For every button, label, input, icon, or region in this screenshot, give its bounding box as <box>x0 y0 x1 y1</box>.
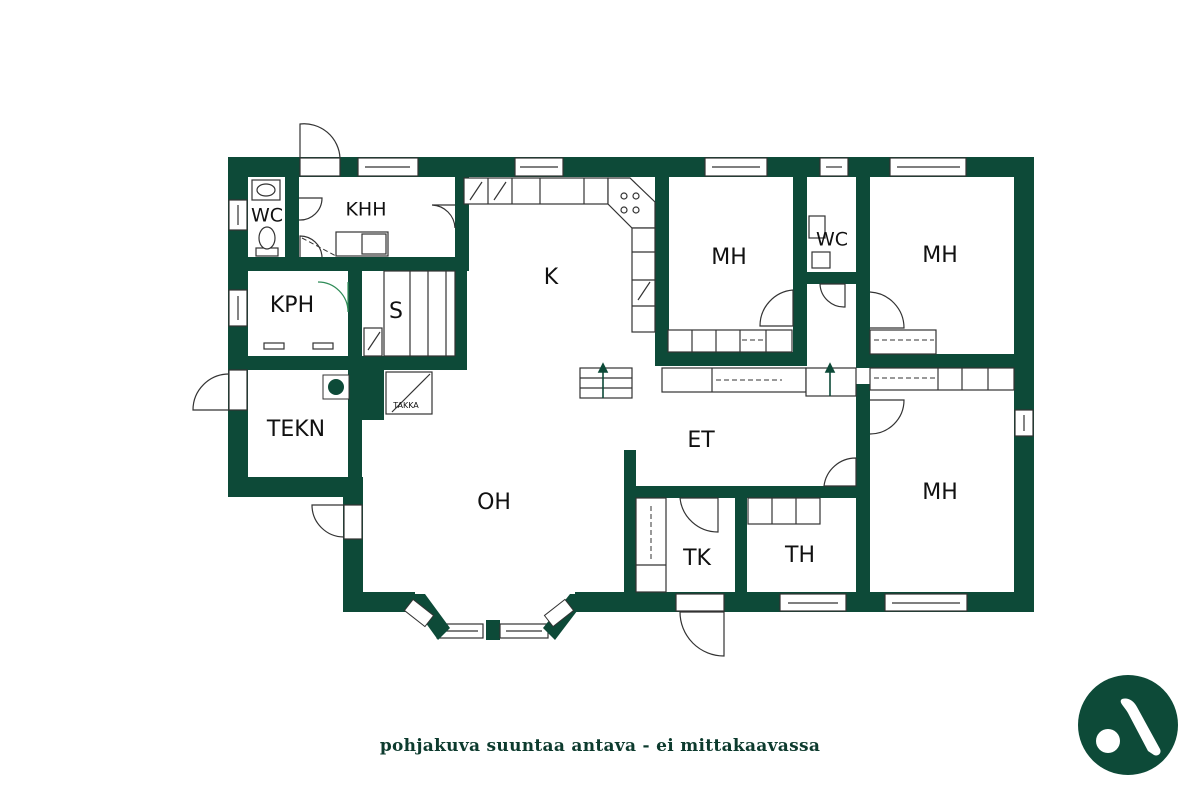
room-label-wc1: WC <box>251 205 283 227</box>
disclaimer-caption: pohjakuva suuntaa antava - ei mittakaava… <box>379 736 821 756</box>
room-label-tekn: TEKN <box>266 417 325 442</box>
room-label-k: K <box>544 265 559 290</box>
room-label-oh: OH <box>477 490 511 515</box>
room-label-et: ET <box>687 428 715 453</box>
company-logo-icon <box>1096 698 1161 756</box>
bay-window <box>403 594 590 640</box>
room-label-th: TH <box>784 543 815 568</box>
room-label-wc2: WC <box>816 229 848 251</box>
room-label-kph: KPH <box>270 293 314 318</box>
room-label-s: S <box>389 299 403 324</box>
company-logo <box>1078 675 1178 775</box>
stair-arrows <box>597 362 836 398</box>
room-label-tk: TK <box>682 546 711 571</box>
doors <box>192 123 905 657</box>
room-label-takka: TAKKA <box>392 401 419 410</box>
boiler-icon <box>322 374 350 400</box>
room-label-mh1: MH <box>711 245 747 270</box>
electric-icon <box>367 181 651 351</box>
fixtures <box>251 177 1015 593</box>
room-label-mh2: MH <box>922 243 958 268</box>
room-label-mh3: MH <box>922 480 958 505</box>
room-label-khh: KHH <box>345 199 386 221</box>
